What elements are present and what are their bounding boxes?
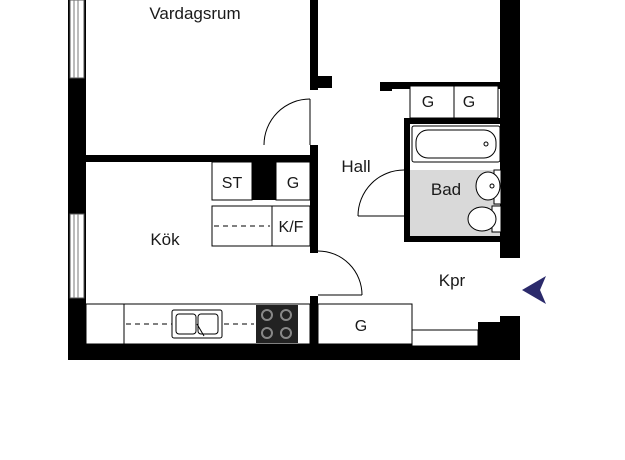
- fixture-label-g-hall-2: G: [463, 94, 475, 111]
- room-label-hall: Hall: [341, 157, 370, 176]
- fixture-label-g-kok: G: [287, 175, 299, 192]
- fixture-label-kf: K/F: [279, 219, 304, 236]
- bathroom-sink: [475, 169, 502, 205]
- wardrobe-hall: [409, 85, 499, 119]
- window-kok: [69, 213, 85, 299]
- window-vardagsrum: [69, 0, 85, 79]
- entrance-arrow-icon: [522, 276, 546, 304]
- wardrobe-kpr: [317, 303, 479, 347]
- door-kok: [317, 250, 363, 296]
- room-label-vardagsrum: Vardagsrum: [149, 4, 240, 23]
- room-label-bad: Bad: [431, 180, 461, 199]
- fixture-label-g-kpr: G: [355, 318, 367, 335]
- bathtub: [411, 125, 501, 163]
- fixture-label-g-hall-1: G: [422, 94, 434, 111]
- room-label-kok: Kök: [150, 230, 180, 249]
- kitchen-closets: [211, 161, 311, 201]
- toilet: [467, 205, 502, 233]
- stove: [256, 305, 298, 343]
- door-vardagsrum: [263, 98, 311, 146]
- kitchen-sink: [171, 309, 223, 339]
- door-bad: [357, 169, 405, 217]
- entrance-door-opening: [518, 258, 522, 316]
- kitchen-upper-counter: [211, 205, 311, 247]
- fixture-label-st: ST: [222, 175, 243, 192]
- room-label-kpr: Kpr: [439, 271, 466, 290]
